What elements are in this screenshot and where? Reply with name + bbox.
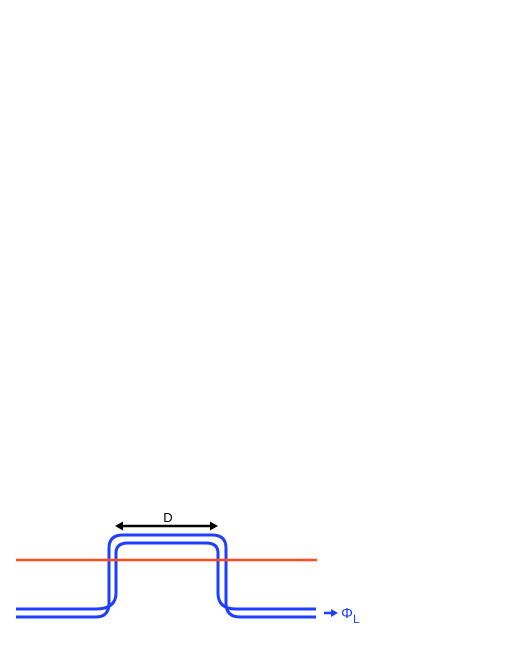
output-symbol: Φ xyxy=(341,605,353,622)
right-arrow-icon xyxy=(324,609,338,617)
output-subscript: L xyxy=(353,612,360,626)
double-headed-arrow-icon xyxy=(115,521,218,531)
waveguide-outer-path xyxy=(16,533,316,619)
dimension-label: D xyxy=(163,510,172,525)
waveguide-inner-path xyxy=(16,541,316,611)
output-label: ΦL xyxy=(341,605,360,626)
